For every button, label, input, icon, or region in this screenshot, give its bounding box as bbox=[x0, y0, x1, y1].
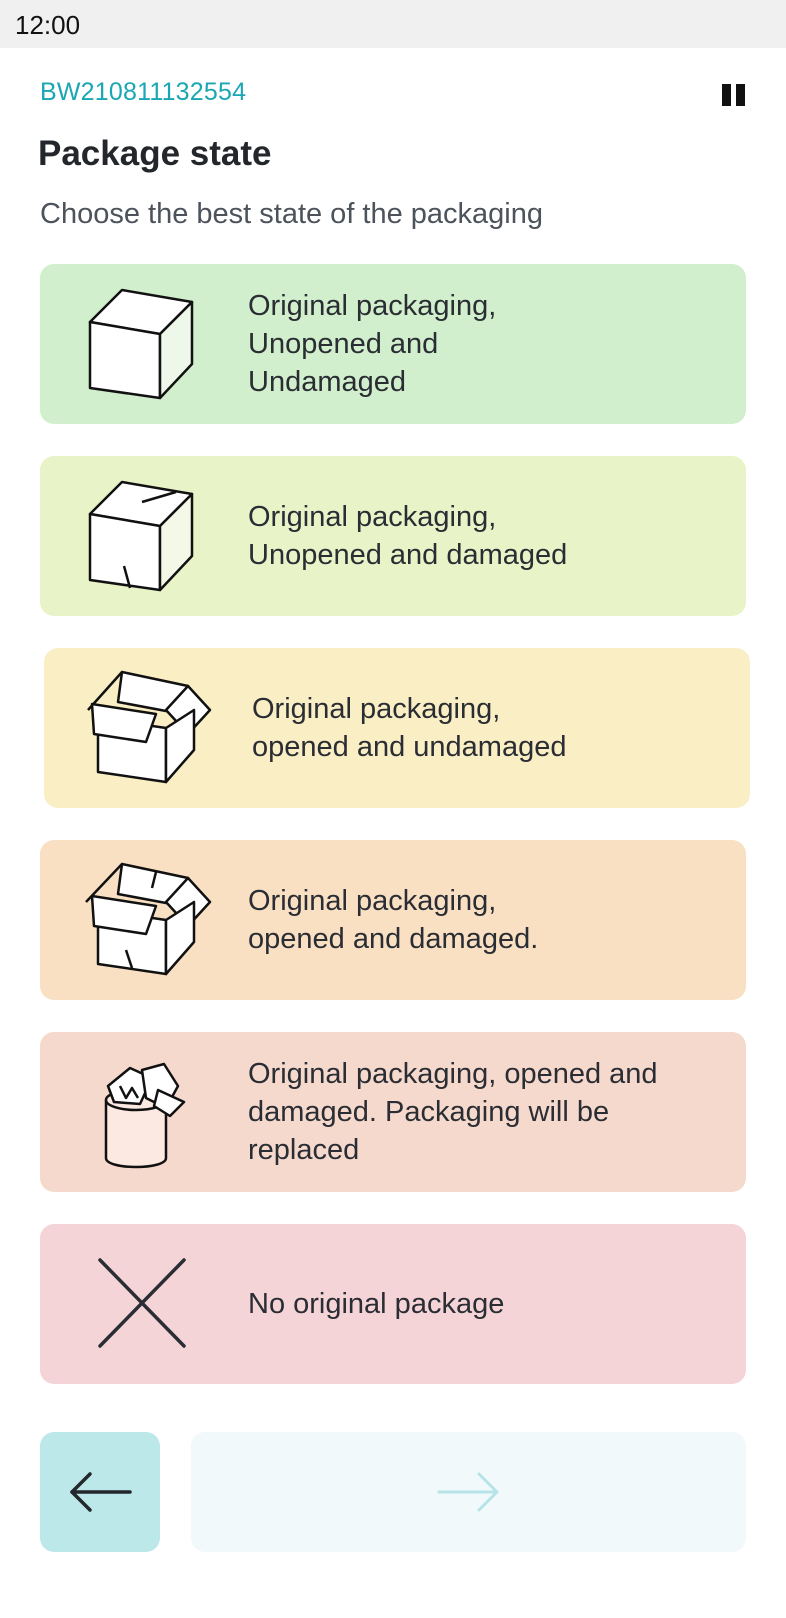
page-title: Package state bbox=[38, 134, 272, 173]
cross-icon bbox=[68, 1242, 218, 1366]
status-bar: 12:00 bbox=[0, 0, 786, 48]
option-unopened-undamaged[interactable]: Original packaging, Unopened and Undamag… bbox=[40, 264, 746, 424]
reference-code: BW210811132554 bbox=[40, 78, 247, 106]
closed-box-icon bbox=[68, 282, 218, 406]
arrow-right-icon bbox=[437, 1472, 499, 1512]
option-packaging-replaced[interactable]: Original packaging, opened and damaged. … bbox=[40, 1032, 746, 1192]
damaged-open-box-icon bbox=[68, 858, 218, 982]
back-button[interactable] bbox=[40, 1432, 160, 1552]
option-no-original-package[interactable]: No original package bbox=[40, 1224, 746, 1384]
option-label: Original packaging, Unopened and Undamag… bbox=[248, 290, 497, 398]
bin-icon bbox=[68, 1050, 218, 1174]
option-label: No original package bbox=[248, 1288, 505, 1320]
option-label: Original packaging, Unopened and damaged bbox=[248, 501, 568, 571]
open-box-icon bbox=[72, 666, 222, 790]
damaged-closed-box-icon bbox=[68, 474, 218, 598]
status-time: 12:00 bbox=[15, 10, 81, 40]
option-opened-damaged[interactable]: Original packaging, opened and damaged. bbox=[40, 840, 746, 1000]
option-label: Original packaging, opened and damaged. … bbox=[248, 1058, 658, 1166]
option-label: Original packaging, opened and undamaged bbox=[252, 693, 567, 763]
option-label: Original packaging, opened and damaged. bbox=[248, 885, 539, 955]
next-button[interactable] bbox=[191, 1432, 746, 1552]
option-opened-undamaged[interactable]: Original packaging, opened and undamaged bbox=[44, 648, 750, 808]
pause-icon[interactable] bbox=[722, 84, 746, 106]
arrow-left-icon bbox=[70, 1472, 132, 1512]
option-unopened-damaged[interactable]: Original packaging, Unopened and damaged bbox=[40, 456, 746, 616]
page-subtitle: Choose the best state of the packaging bbox=[40, 198, 544, 230]
